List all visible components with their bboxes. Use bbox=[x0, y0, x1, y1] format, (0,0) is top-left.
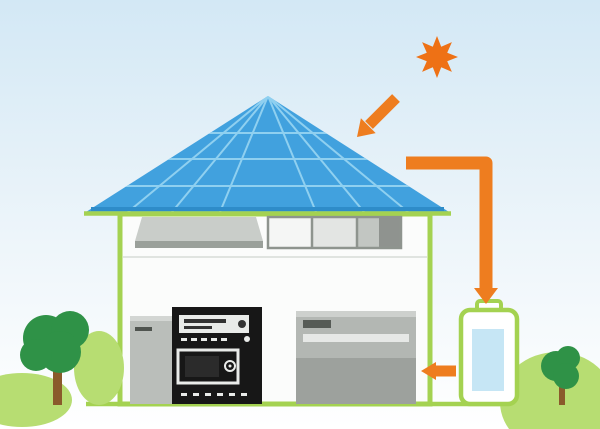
microwave-window bbox=[185, 356, 219, 377]
arrow-sun-shaft bbox=[365, 94, 400, 129]
arrow-sun-to-roof bbox=[357, 94, 400, 137]
awning-underside bbox=[135, 241, 263, 248]
oven-button-row bbox=[181, 336, 250, 342]
storage-battery bbox=[458, 299, 520, 407]
oven-button bbox=[205, 393, 211, 396]
oven-button bbox=[191, 338, 197, 341]
arrow-roof-battery-head bbox=[474, 288, 498, 304]
oven-microwave-stack bbox=[172, 307, 262, 404]
oven-button bbox=[217, 393, 223, 396]
solar-panel-roof bbox=[84, 96, 451, 216]
arrow-sun-head bbox=[357, 118, 376, 137]
tree-right bbox=[541, 346, 580, 405]
landscape-left bbox=[0, 311, 124, 427]
tree-left bbox=[20, 311, 89, 405]
bush-left bbox=[74, 331, 124, 405]
oven-button bbox=[211, 338, 217, 341]
oven-button bbox=[241, 393, 247, 396]
dishwasher-handle-bar bbox=[303, 334, 409, 342]
oven-button bbox=[221, 338, 227, 341]
refrigerator-handle bbox=[135, 327, 152, 331]
oven-display-line-2 bbox=[184, 326, 212, 329]
arrow-battery-home-head bbox=[421, 362, 436, 380]
oven-button bbox=[193, 393, 199, 396]
tree-right-canopy bbox=[553, 363, 579, 389]
tree-left-trunk bbox=[53, 362, 62, 405]
arrow-roof-battery-shaft bbox=[406, 156, 493, 291]
oven-button bbox=[229, 393, 235, 396]
microwave-knob bbox=[224, 360, 236, 372]
refrigerator-top-edge bbox=[130, 316, 172, 321]
sun-icon bbox=[416, 36, 458, 78]
arrow-battery-to-home bbox=[421, 362, 456, 380]
window-pane-right-shade bbox=[379, 218, 401, 247]
awning-top bbox=[135, 217, 263, 241]
dishwasher-vent bbox=[303, 320, 331, 328]
oven-dial bbox=[244, 336, 250, 342]
oven-button bbox=[201, 338, 207, 341]
dishwasher-lower bbox=[296, 358, 416, 404]
landscape-right bbox=[500, 346, 600, 429]
upper-floor-awning bbox=[135, 217, 263, 248]
roof-surface bbox=[86, 96, 449, 212]
window-frame bbox=[266, 215, 403, 250]
panel-grid-column bbox=[267, 96, 365, 212]
panel-grid-column bbox=[127, 96, 269, 212]
oven-display-knob bbox=[238, 320, 246, 328]
refrigerator bbox=[130, 316, 172, 404]
window-pane-middle bbox=[312, 217, 357, 248]
panel-grid-column bbox=[219, 96, 269, 212]
microwave-knob-dot bbox=[228, 364, 232, 368]
dishwasher bbox=[296, 311, 416, 404]
dishwasher-top-edge bbox=[296, 311, 416, 317]
oven-button bbox=[181, 393, 187, 396]
oven-display-line-1 bbox=[184, 319, 226, 323]
oven-button bbox=[181, 338, 187, 341]
battery-charge-window bbox=[472, 329, 504, 391]
panel-grid-column bbox=[267, 96, 409, 212]
panel-grid-column bbox=[171, 96, 269, 212]
tree-left-canopy bbox=[20, 339, 52, 371]
window-pane-left bbox=[268, 217, 312, 248]
tree-right-trunk bbox=[559, 380, 565, 405]
arrow-roof-to-battery bbox=[406, 156, 498, 304]
upper-floor-windows bbox=[266, 215, 403, 250]
oven-bottom-buttons bbox=[181, 393, 247, 396]
panel-grid-column bbox=[267, 96, 317, 212]
sun-core bbox=[426, 46, 448, 68]
